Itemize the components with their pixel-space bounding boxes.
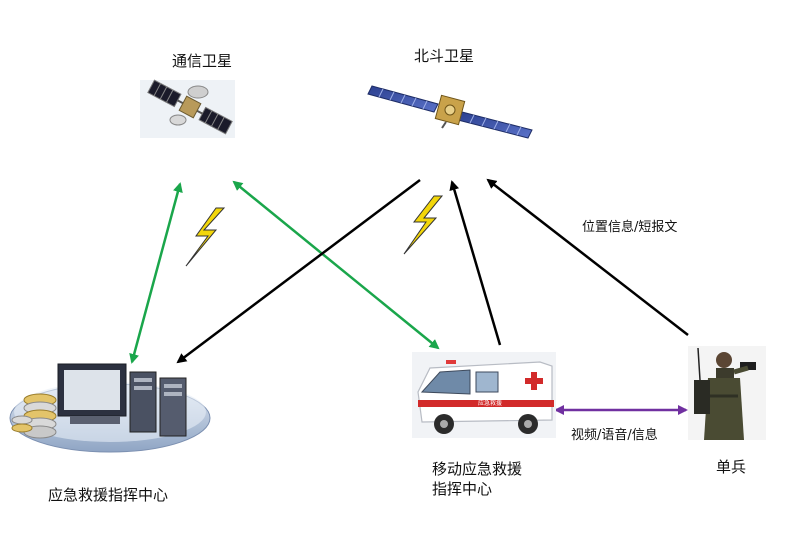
mobile-center-label-line2: 指挥中心	[432, 480, 493, 498]
soldier-icon	[688, 346, 766, 440]
beidou-to-center-link	[176, 179, 421, 364]
video-voice-label: 视频/语音/信息	[571, 428, 658, 443]
soldier-label: 单兵	[716, 458, 747, 476]
comm-satellite-label: 通信卫星	[172, 52, 233, 70]
mobile-center-label-line1: 移动应急救援	[432, 460, 523, 478]
beidou-satellite-icon	[367, 85, 533, 139]
vehicle-side-text: 应急救援	[478, 399, 502, 407]
comm-sat-to-center-link	[129, 182, 183, 364]
mobile-to-beidou-link	[449, 180, 502, 346]
command-center-label: 应急救援指挥中心	[48, 486, 169, 504]
command-center-icon	[9, 363, 211, 453]
beidou-satellite-label: 北斗卫星	[414, 47, 475, 65]
lightning-icon	[403, 195, 444, 255]
soldier-to-beidou-link	[486, 178, 689, 336]
position-message-label: 位置信息/短报文	[582, 220, 678, 235]
lightning-icon	[185, 207, 226, 267]
comm-sat-to-mobile-link	[232, 180, 440, 350]
ambulance-icon: 应急救援	[412, 352, 556, 438]
comm-satellite-icon	[140, 79, 235, 138]
